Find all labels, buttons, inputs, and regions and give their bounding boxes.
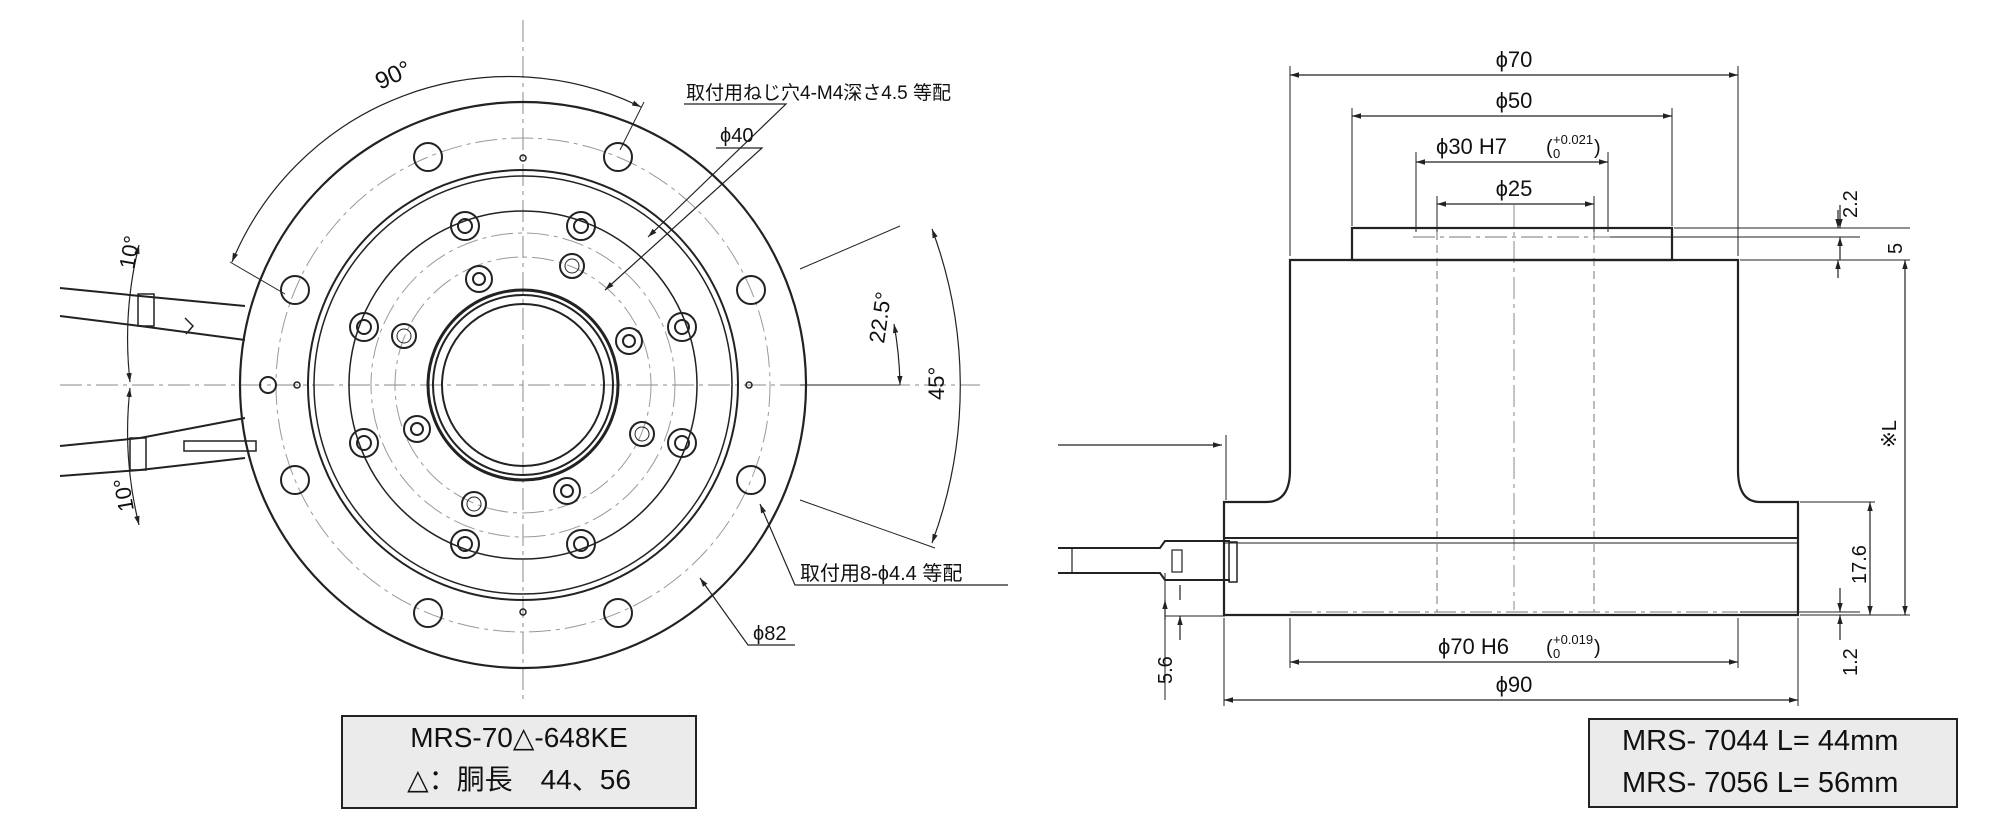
diameter-25-label: ϕ25 xyxy=(1496,176,1533,201)
tapped-holes xyxy=(391,253,655,517)
diameter-70-h6-tol-upper: +0.019 xyxy=(1553,632,1593,647)
diameter-30-tol-upper: +0.021 xyxy=(1553,132,1593,147)
left-face-view xyxy=(59,20,1008,700)
top-plate xyxy=(1350,226,1674,262)
diameter-30-paren-close: ) xyxy=(1594,137,1601,159)
diameter-50-label: ϕ50 xyxy=(1496,88,1533,113)
height-1-2-label: 1.2 xyxy=(1840,648,1862,676)
bore-outer xyxy=(426,288,620,482)
angle-22-5-label: 22.5° xyxy=(864,290,896,345)
right-side-view xyxy=(1058,66,1910,706)
mount-holes-callout: 取付用8-ϕ4.4 等配 xyxy=(800,562,962,585)
diameter-70-h6-tol-lower: 0 xyxy=(1553,646,1560,661)
bolt-circle-inner xyxy=(370,232,676,538)
diameter-70-label: ϕ70 xyxy=(1496,47,1533,72)
main-body xyxy=(1222,258,1800,617)
model-length-line2: MRS- 7056 L= 56mm xyxy=(1622,767,1899,799)
model-title-box: MRS-70△-648KE △：胴長 44、56 xyxy=(341,715,697,809)
side-cable xyxy=(1058,540,1238,583)
angle-45-label: 45° xyxy=(924,367,949,400)
model-title-line2: △：胴長 44、56 xyxy=(407,764,631,795)
diameter-40-label: ϕ40 xyxy=(720,125,753,147)
model-title-line1: MRS-70△-648KE xyxy=(410,722,628,753)
diameter-90-label: ϕ90 xyxy=(1496,672,1533,697)
height-2-2-label: 2.2 xyxy=(1840,190,1862,218)
diameter-82-label: ϕ82 xyxy=(753,623,786,645)
diameter-30-paren-open: ( xyxy=(1546,137,1553,159)
angle-10-bottom-label: 10° xyxy=(109,476,139,513)
screw-holes-callout: 取付用ねじ穴4-M4深さ4.5 等配 xyxy=(686,82,951,104)
diameter-70-h6-paren-open: ( xyxy=(1546,637,1553,659)
diameter-70-h6-paren-close: ) xyxy=(1594,637,1601,659)
model-length-line1: MRS- 7044 L= 44mm xyxy=(1622,725,1899,757)
cables xyxy=(59,287,257,477)
height-5-6-label: 5.6 xyxy=(1155,656,1177,684)
angle-10-top-label: 10° xyxy=(114,234,144,271)
height-L-label: ※L xyxy=(1879,420,1901,448)
bore-inner xyxy=(441,303,605,467)
height-17-6-label: 17.6 xyxy=(1849,545,1871,584)
diameter-30-tol-lower: 0 xyxy=(1553,146,1560,161)
angle-90-label: 90° xyxy=(371,56,415,96)
model-length-box: MRS- 7044 L= 44mm MRS- 7056 L= 56mm xyxy=(1588,718,1958,808)
diameter-30-h7-label: ϕ30 H7 xyxy=(1436,134,1507,159)
diameter-70-h6-label: ϕ70 H6 xyxy=(1438,634,1509,659)
height-5-label: 5 xyxy=(1885,243,1907,254)
